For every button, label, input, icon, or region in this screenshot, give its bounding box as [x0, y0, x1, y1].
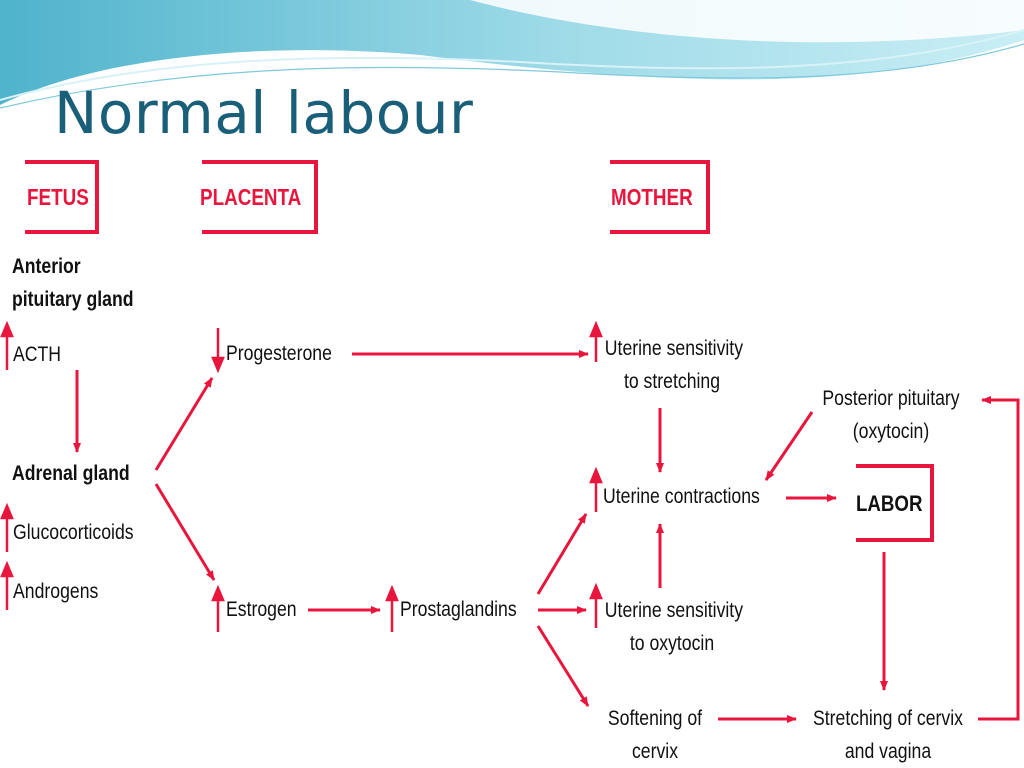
node-uterine-contractions: Uterine contractions	[603, 485, 760, 508]
diagram-background	[0, 152, 1024, 768]
node-uterine-sensitivity-oxytocin: Uterine sensitivity to oxytocin	[604, 594, 744, 660]
node-posterior-pituitary: Posterior pituitary (oxytocin)	[820, 382, 963, 448]
node-prostaglandins: Prostaglandins	[400, 598, 517, 621]
node-uterine-sensitivity-oxytocin-line2: to oxytocin	[629, 632, 715, 655]
node-anterior-pituitary: Anterior pituitary gland	[12, 250, 134, 316]
acth-increase-arrow-icon	[0, 320, 14, 370]
node-posterior-pituitary-line2: (oxytocin)	[852, 420, 930, 443]
node-softening-cervix-line2: cervix	[631, 740, 679, 763]
header-box-placenta	[202, 160, 318, 234]
uterine-contractions-increase-arrow-icon	[589, 466, 603, 512]
progesterone-decrease-arrow-icon	[211, 328, 225, 374]
node-uterine-sensitivity-stretching: Uterine sensitivity to stretching	[604, 332, 744, 398]
node-labor: LABOR	[856, 491, 923, 516]
glucocorticoids-increase-arrow-icon	[0, 502, 14, 552]
arrow-stretching-to-posterior-pituitary	[978, 396, 1020, 721]
node-stretching-cervix: Stretching of cervix and vagina	[812, 702, 963, 768]
node-progesterone: Progesterone	[226, 342, 332, 365]
androgens-increase-arrow-icon	[0, 560, 14, 610]
arrow-posterior-pituitary-to-contractions	[764, 411, 814, 481]
uterine-sensitivity-oxytocin-increase-arrow-icon	[589, 582, 603, 628]
node-uterine-sensitivity-stretching-line1: Uterine sensitivity	[604, 337, 744, 360]
top-wave-line-1	[0, 29, 1024, 101]
header-fetus: FETUS	[27, 184, 89, 210]
labor-box	[856, 464, 934, 542]
node-acth: ACTH	[13, 343, 62, 366]
header-mother: MOTHER	[611, 184, 693, 210]
node-posterior-pituitary-line1: Posterior pituitary	[822, 387, 960, 410]
node-stretching-cervix-line1: Stretching of cervix	[812, 707, 963, 730]
header-box-fetus	[25, 160, 99, 234]
header-box-mother	[610, 160, 710, 234]
node-estrogen: Estrogen	[226, 598, 297, 621]
arrow-prostaglandins-to-softening	[536, 625, 590, 707]
node-uterine-sensitivity-stretching-line2: to stretching	[623, 370, 721, 393]
node-adrenal-gland: Adrenal gland	[12, 462, 130, 485]
node-androgens: Androgens	[13, 580, 99, 603]
estrogen-increase-arrow-icon	[211, 584, 225, 632]
node-softening-cervix-line1: Softening of	[607, 707, 703, 730]
node-anterior-pituitary-line1: Anterior	[12, 255, 81, 278]
arrow-adrenal-to-estrogen	[154, 483, 216, 581]
top-wave-line-2	[0, 43, 1024, 109]
prostaglandins-increase-arrow-icon	[385, 584, 399, 632]
node-anterior-pituitary-line2: pituitary gland	[12, 288, 134, 311]
node-glucocorticoids: Glucocorticoids	[13, 521, 134, 544]
node-uterine-sensitivity-oxytocin-line1: Uterine sensitivity	[604, 599, 744, 622]
uterine-sensitivity-stretching-increase-arrow-icon	[589, 320, 603, 362]
header-placenta: PLACENTA	[200, 184, 302, 210]
slide-title: Normal labour	[54, 79, 474, 147]
arrow-prostaglandins-to-contractions	[536, 513, 588, 595]
node-stretching-cervix-line2: and vagina	[844, 740, 932, 763]
node-softening-cervix: Softening of cervix	[605, 702, 706, 768]
arrow-adrenal-to-progesterone	[154, 377, 214, 471]
top-wave-white-curve	[470, 0, 1024, 43]
